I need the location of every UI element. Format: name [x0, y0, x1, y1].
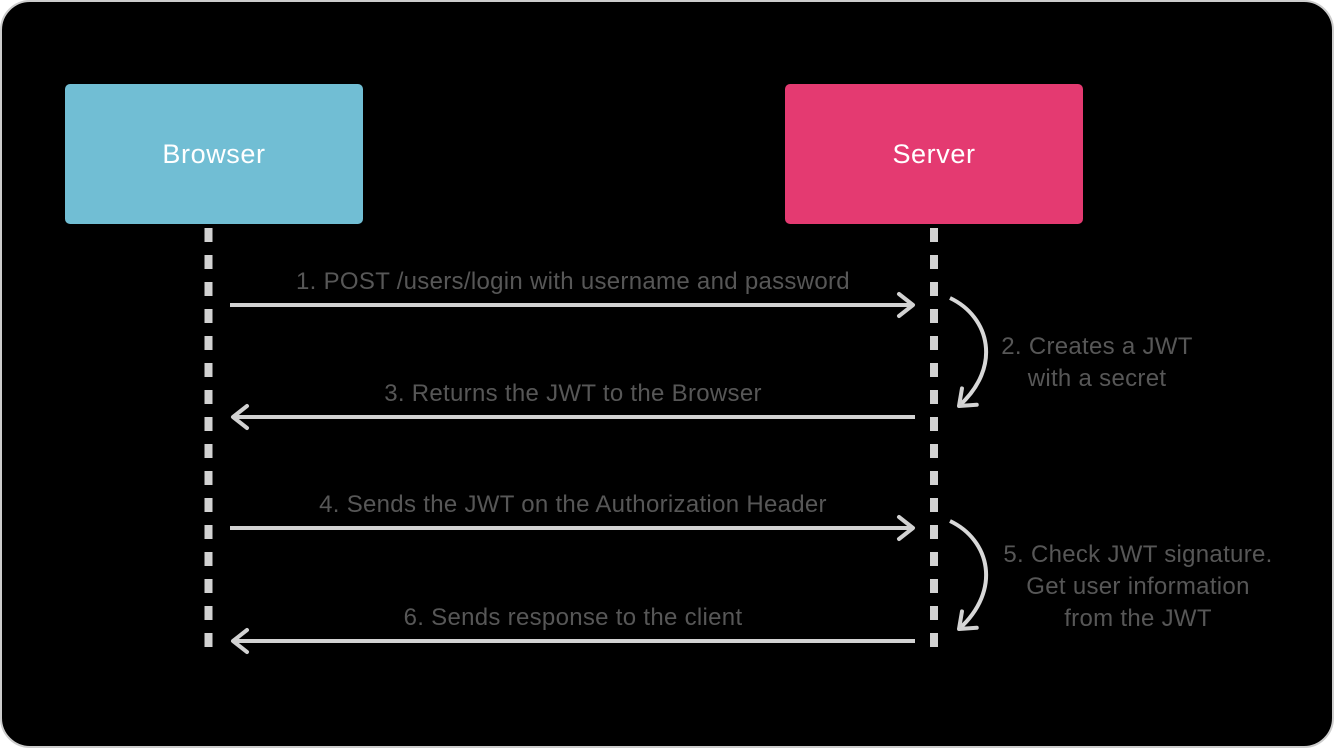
message-label-6: 6. Sends response to the client — [403, 604, 743, 631]
message-label-1: 1. POST /users/login with username and p… — [296, 268, 850, 295]
actor-label-server: Server — [892, 138, 976, 169]
actor-box-browser: Browser — [65, 84, 363, 224]
self-action-arrow-5 — [949, 519, 989, 631]
note-line: 2. Creates a JWT — [1001, 333, 1193, 360]
self-action-label-2: 2. Creates a JWT with a secret — [977, 331, 1217, 395]
self-action-label-5: 5. Check JWT signature. Get user informa… — [1002, 539, 1274, 635]
actor-box-server: Server — [785, 84, 1083, 224]
note-line: with a secret — [1027, 365, 1167, 392]
message-label-4: 4. Sends the JWT on the Authorization He… — [319, 491, 827, 518]
actor-label-browser: Browser — [162, 138, 266, 169]
note-line: Get user information — [1026, 573, 1250, 600]
message-label-3: 3. Returns the JWT to the Browser — [384, 380, 762, 407]
self-action-arrow-2 — [949, 296, 989, 408]
note-line: from the JWT — [1064, 605, 1212, 632]
note-line: 5. Check JWT signature. — [1003, 541, 1273, 568]
